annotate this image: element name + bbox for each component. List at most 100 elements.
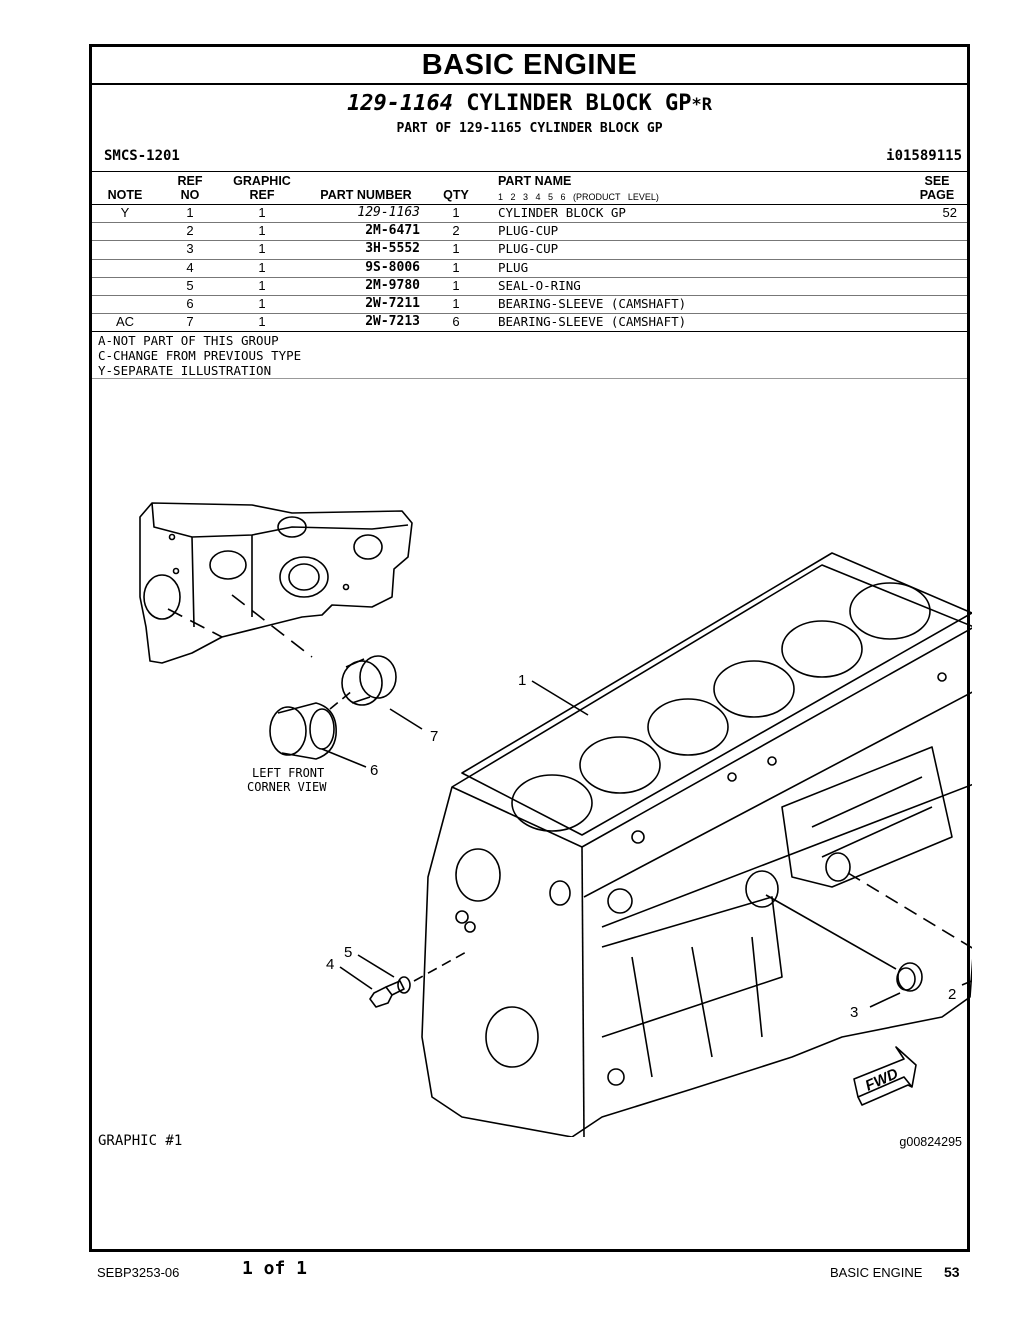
- row-qty: 1: [452, 296, 460, 311]
- note-a: A-NOT PART OF THIS GROUP: [98, 333, 279, 348]
- row-see-page[interactable]: 52: [942, 205, 957, 220]
- row-ref-no: 4: [186, 260, 194, 275]
- row-part-number: 3H-5552: [365, 241, 420, 256]
- row-note: Y: [120, 205, 130, 220]
- row-divider: [92, 277, 967, 278]
- callout-1: 1: [518, 672, 526, 689]
- header-graphic: GRAPHIC: [233, 174, 291, 188]
- row-part-number: 9S-8006: [365, 260, 420, 275]
- section-title: BASIC ENGINE: [92, 47, 967, 85]
- row-qty: 1: [452, 205, 460, 220]
- row-divider: [92, 222, 967, 223]
- row-graphic-ref: 1: [258, 260, 266, 275]
- row-ref-no: 2: [186, 223, 194, 238]
- header-see: SEE: [924, 174, 950, 188]
- cylinder-block-illustration: 1 2 3 4 5 6 7 LEFT FRONT CORNER VIEW FWD: [139, 502, 972, 1137]
- row-ref-no: 7: [186, 314, 194, 329]
- parts-page-frame: BASIC ENGINE 129-1164 CYLINDER BLOCK GP*…: [89, 44, 972, 1252]
- row-part-name: PLUG-CUP: [498, 223, 559, 238]
- plug-cup-3: [765, 894, 923, 1008]
- group-title: 129-1164 CYLINDER BLOCK GP*R: [92, 91, 967, 116]
- forward-direction-arrow: [853, 1046, 917, 1106]
- callout-1-leader: [531, 680, 589, 716]
- row-part-name: CYLINDER BLOCK GP: [498, 205, 626, 220]
- row-divider: [92, 259, 967, 260]
- bearing-sleeve-6: [269, 690, 353, 760]
- header-note: NOTE: [107, 188, 143, 202]
- row-graphic-ref: 1: [258, 205, 266, 220]
- row-graphic-ref: 1: [258, 314, 266, 329]
- row-qty: 1: [452, 260, 460, 275]
- inset-caption-line1: LEFT FRONT: [252, 766, 324, 780]
- row-qty: 2: [452, 223, 460, 238]
- row-part-name: PLUG: [498, 260, 529, 275]
- row-graphic-ref: 1: [258, 241, 266, 256]
- inset-caption-line2: CORNER VIEW: [247, 780, 327, 794]
- seal-o-ring-5: [357, 950, 469, 994]
- row-note: AC: [115, 314, 135, 329]
- row-part-name: PLUG-CUP: [498, 241, 559, 256]
- row-ref-no: 1: [186, 205, 194, 220]
- footer-page-count: 1 of 1: [242, 1258, 308, 1279]
- row-part-number[interactable]: 129-1163: [357, 205, 420, 220]
- row-part-number: 2M-6471: [365, 223, 420, 238]
- row-part-name: BEARING-SLEEVE (CAMSHAFT): [498, 296, 687, 311]
- row-qty: 1: [452, 241, 460, 256]
- footer-page-number: 53: [944, 1264, 960, 1280]
- group-name: CYLINDER BLOCK GP: [466, 91, 692, 116]
- note-y: Y-SEPARATE ILLUSTRATION: [98, 363, 272, 378]
- table-header-rule: [92, 204, 967, 205]
- header-part-name: PART NAME: [498, 174, 572, 188]
- table-bottom-rule: [92, 331, 967, 332]
- notes-legend: A-NOT PART OF THIS GROUP C-CHANGE FROM P…: [98, 333, 301, 378]
- callout-6-leader: [321, 748, 367, 768]
- plug-4: [339, 966, 405, 1008]
- smcs-code: SMCS-1201: [104, 148, 180, 164]
- header-ref: REF: [177, 174, 203, 188]
- row-divider: [92, 295, 967, 296]
- callout-2: 2: [948, 986, 956, 1003]
- row-graphic-ref: 1: [258, 223, 266, 238]
- row-ref-no: 5: [186, 278, 194, 293]
- part-of-line: PART OF 129-1165 CYLINDER BLOCK GP: [396, 121, 663, 136]
- row-part-number: 2M-9780: [365, 278, 420, 293]
- callout-4: 4: [326, 956, 334, 973]
- header-qty: QTY: [443, 188, 469, 202]
- footer-section: BASIC ENGINE: [830, 1265, 923, 1280]
- header-graphic-ref: REF: [249, 188, 275, 202]
- main-cylinder-block: [421, 552, 972, 1137]
- graphic-id: g00824295: [899, 1135, 962, 1149]
- callout-3: 3: [850, 1004, 858, 1021]
- header-product-levels: 1 2 3 4 5 6 (PRODUCT LEVEL): [498, 192, 659, 202]
- callout-6: 6: [370, 762, 378, 779]
- row-part-number: 2W-7213: [365, 314, 420, 329]
- row-divider: [92, 240, 967, 241]
- table-top-rule: [92, 171, 967, 172]
- group-number[interactable]: 129-1164: [347, 91, 454, 116]
- inset-block-corner: [139, 502, 413, 664]
- callout-5: 5: [344, 944, 352, 961]
- footer-doc-number: SEBP3253-06: [97, 1265, 180, 1280]
- row-ref-no: 3: [186, 241, 194, 256]
- notes-divider: [92, 378, 967, 379]
- header-no: NO: [180, 188, 200, 202]
- group-suffix: *R: [691, 95, 712, 115]
- row-graphic-ref: 1: [258, 296, 266, 311]
- plug-cup-2: [847, 872, 972, 986]
- row-ref-no: 6: [186, 296, 194, 311]
- callout-7: 7: [430, 728, 438, 745]
- header-part-number: PART NUMBER: [320, 188, 412, 202]
- row-part-name: BEARING-SLEEVE (CAMSHAFT): [498, 314, 687, 329]
- bearing-sleeve-7: [341, 655, 397, 706]
- callout-7-leader: [389, 708, 423, 730]
- row-graphic-ref: 1: [258, 278, 266, 293]
- row-part-number: 2W-7211: [365, 296, 420, 311]
- row-part-name: SEAL-O-RING: [498, 278, 581, 293]
- graphic-label: GRAPHIC #1: [98, 1133, 183, 1149]
- note-c: C-CHANGE FROM PREVIOUS TYPE: [98, 348, 302, 363]
- document-identifier: i01589115: [886, 148, 962, 164]
- row-divider: [92, 313, 967, 314]
- row-qty: 1: [452, 278, 460, 293]
- row-qty: 6: [452, 314, 460, 329]
- header-page: PAGE: [919, 188, 955, 202]
